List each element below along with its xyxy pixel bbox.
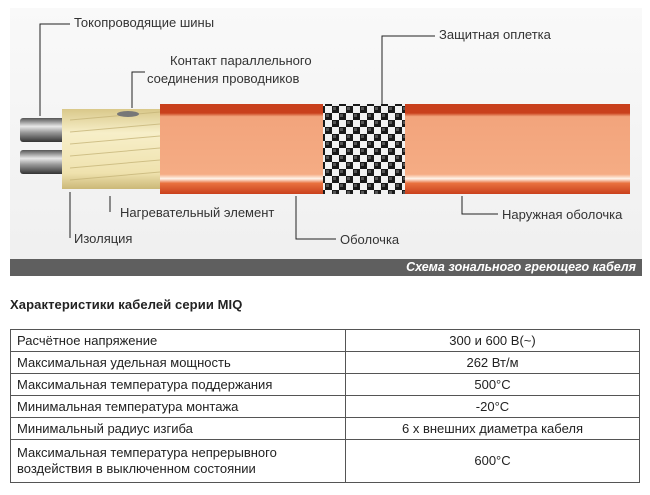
table-row: Максимальная удельная мощность 262 Вт/м	[10, 351, 640, 374]
spec-value: 6 х внешних диаметра кабеля	[345, 417, 640, 440]
spec-name: Максимальная температура поддержания	[10, 373, 346, 396]
spec-name: Расчётное напряжение	[10, 329, 346, 352]
specs-title: Характеристики кабелей серии MIQ	[10, 297, 243, 312]
inner-sheath-segment	[160, 104, 325, 194]
label-contact-line2: соединения проводников	[147, 71, 300, 86]
caption-text: Схема зонального греющего кабеля	[406, 260, 636, 274]
cable-illustration	[20, 23, 630, 240]
label-insulation: Изоляция	[74, 231, 133, 246]
spec-name: Максимальная удельная мощность	[10, 351, 346, 374]
diagram-caption: Схема зонального греющего кабеля	[10, 259, 642, 276]
label-heating-element: Нагревательный элемент	[120, 205, 275, 220]
label-busbars: Токопроводящие шины	[74, 15, 215, 30]
contact-point	[117, 111, 139, 117]
outer-jacket-segment	[405, 104, 630, 194]
spec-name-line1: Максимальная температура непрерывного	[17, 445, 277, 460]
spec-value: 300 и 600 В(~)	[345, 329, 640, 352]
label-braid: Защитная оплетка	[439, 27, 551, 42]
spec-name: Минимальный радиус изгиба	[10, 417, 346, 440]
spec-name: Максимальная температура непрерывного во…	[10, 439, 346, 483]
spec-value: -20°С	[345, 395, 640, 418]
table-row: Максимальная температура поддержания 500…	[10, 373, 640, 396]
label-contact-line1: Контакт параллельного	[170, 53, 312, 68]
table-row: Минимальная температура монтажа -20°С	[10, 395, 640, 418]
table-row: Минимальный радиус изгиба 6 х внешних ди…	[10, 417, 640, 440]
cable-diagram: Токопроводящие шины Контакт параллельног…	[10, 8, 642, 276]
label-sheath: Оболочка	[340, 232, 400, 247]
spec-name-line2: воздействия в выключенном состоянии	[17, 461, 256, 476]
spec-value: 262 Вт/м	[345, 351, 640, 374]
label-outer-jacket: Наружная оболочка	[502, 207, 623, 222]
specs-table: Расчётное напряжение 300 и 600 В(~) Макс…	[10, 329, 640, 483]
table-row: Расчётное напряжение 300 и 600 В(~)	[10, 329, 640, 352]
table-row: Максимальная температура непрерывного во…	[10, 439, 640, 483]
protective-braid	[323, 104, 407, 194]
spec-value: 600°С	[345, 439, 640, 483]
spec-name: Минимальная температура монтажа	[10, 395, 346, 418]
spec-value: 500°С	[345, 373, 640, 396]
